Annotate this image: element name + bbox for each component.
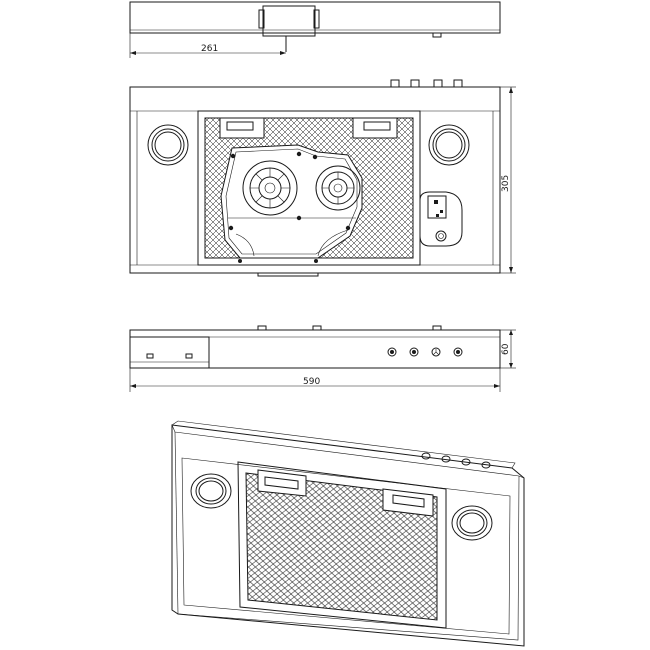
- iso-filter-handle-left: [257, 469, 307, 497]
- motor-housing: [220, 144, 363, 263]
- mounting-bracket: [262, 5, 316, 37]
- filter-handle-left: [219, 117, 265, 139]
- control-knobs-top: [390, 79, 463, 88]
- dimension-width: 590: [303, 377, 320, 387]
- light-right: [428, 124, 470, 166]
- control-box: [419, 191, 463, 247]
- iso-control-knobs: [421, 452, 491, 469]
- front-view: 305: [129, 79, 516, 277]
- dimension-depth: 60: [501, 343, 511, 355]
- control-buttons-front: [387, 347, 463, 357]
- iso-light-right: [451, 505, 493, 541]
- top-view: 261: [129, 1, 501, 58]
- iso-filter-handle-right: [382, 488, 434, 517]
- side-view: 60 590: [129, 325, 516, 392]
- blower-fan-left: [242, 160, 298, 216]
- light-left: [147, 124, 189, 166]
- iso-light-left: [190, 473, 232, 509]
- isometric-view: [171, 420, 525, 647]
- dimension-height: 305: [501, 175, 511, 192]
- dimension-top-offset: 261: [201, 44, 218, 54]
- blower-fan-right: [315, 165, 361, 211]
- filter-handle-right: [352, 117, 398, 139]
